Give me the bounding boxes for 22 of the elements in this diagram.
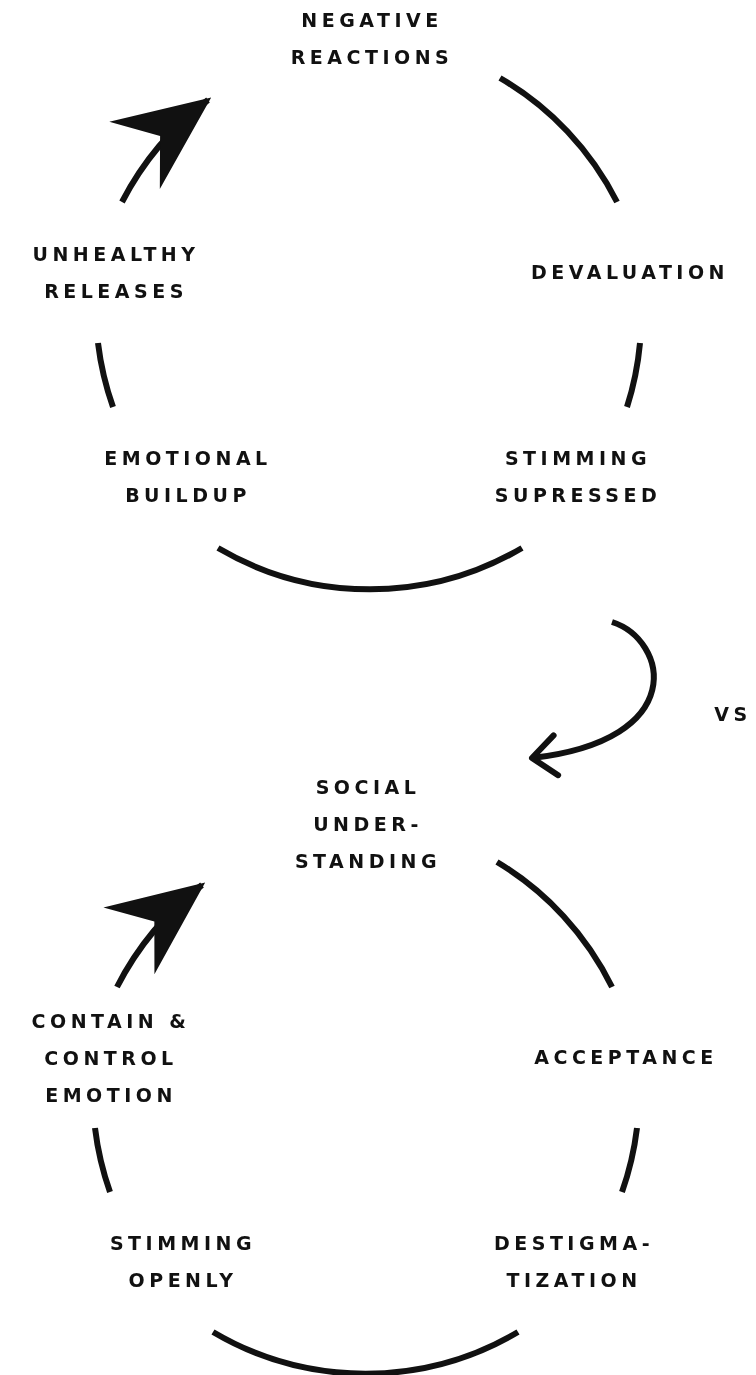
cycle-arc [498,75,620,204]
versus-label: VS [713,702,753,727]
cycle-arc [624,342,643,408]
cycle-arc [211,1329,520,1375]
stage-label: SOCIAL UNDER- STANDING [200,756,534,887]
stage-label: EMOTIONAL BUILDUP [63,405,313,550]
stage-label: UNHEALTHY RELEASES [0,200,232,345]
stage-label: DESTIGMA- TIZATION [464,1190,684,1334]
cycle-arc [619,1127,640,1193]
cycle-arc [495,859,615,989]
stage-label: DEVALUATION [505,200,755,345]
cycle-arc [216,545,524,592]
cycle-arrow [110,97,212,204]
stage-label: NEGATIVE REACTIONS [206,2,507,102]
stage-label: CONTAIN & CONTROL EMOTION [1,985,221,1130]
stage-label: STIMMING SUPRESSED [453,405,703,550]
curved-arrow [529,619,657,777]
stage-label: STIMMING OPENLY [68,1190,298,1334]
cycle-arc [92,1127,113,1193]
stage-label: ACCEPTANCE [501,985,751,1130]
cycle-arc [95,342,116,408]
cycle-arrow [104,882,206,989]
